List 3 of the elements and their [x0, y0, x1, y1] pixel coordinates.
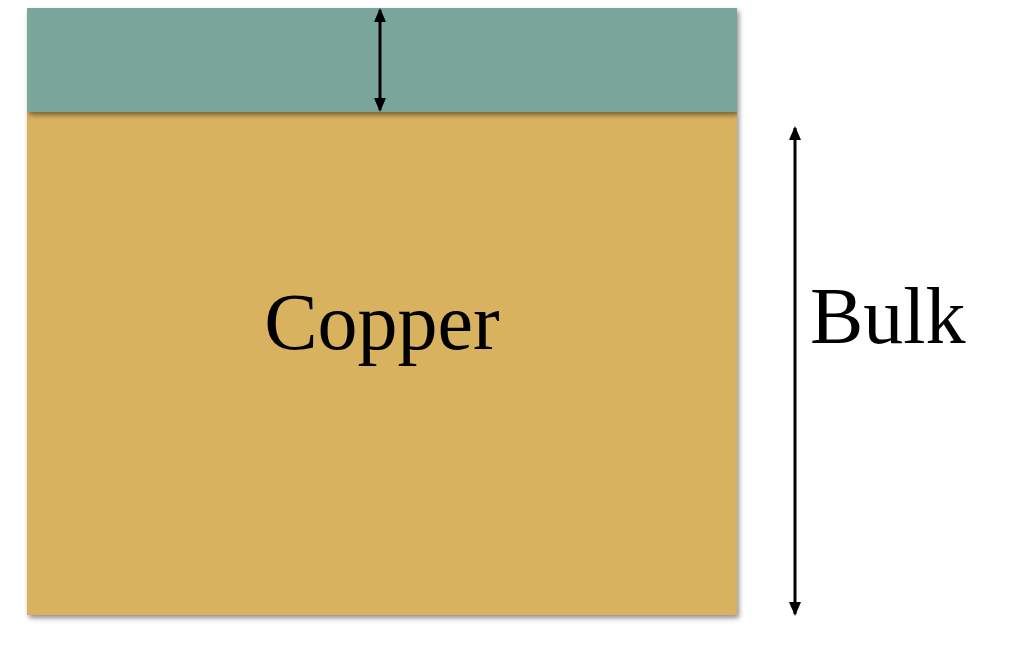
dimension-label: Bulk [810, 276, 966, 356]
surface-layer [27, 8, 737, 112]
copper-block [27, 112, 737, 615]
